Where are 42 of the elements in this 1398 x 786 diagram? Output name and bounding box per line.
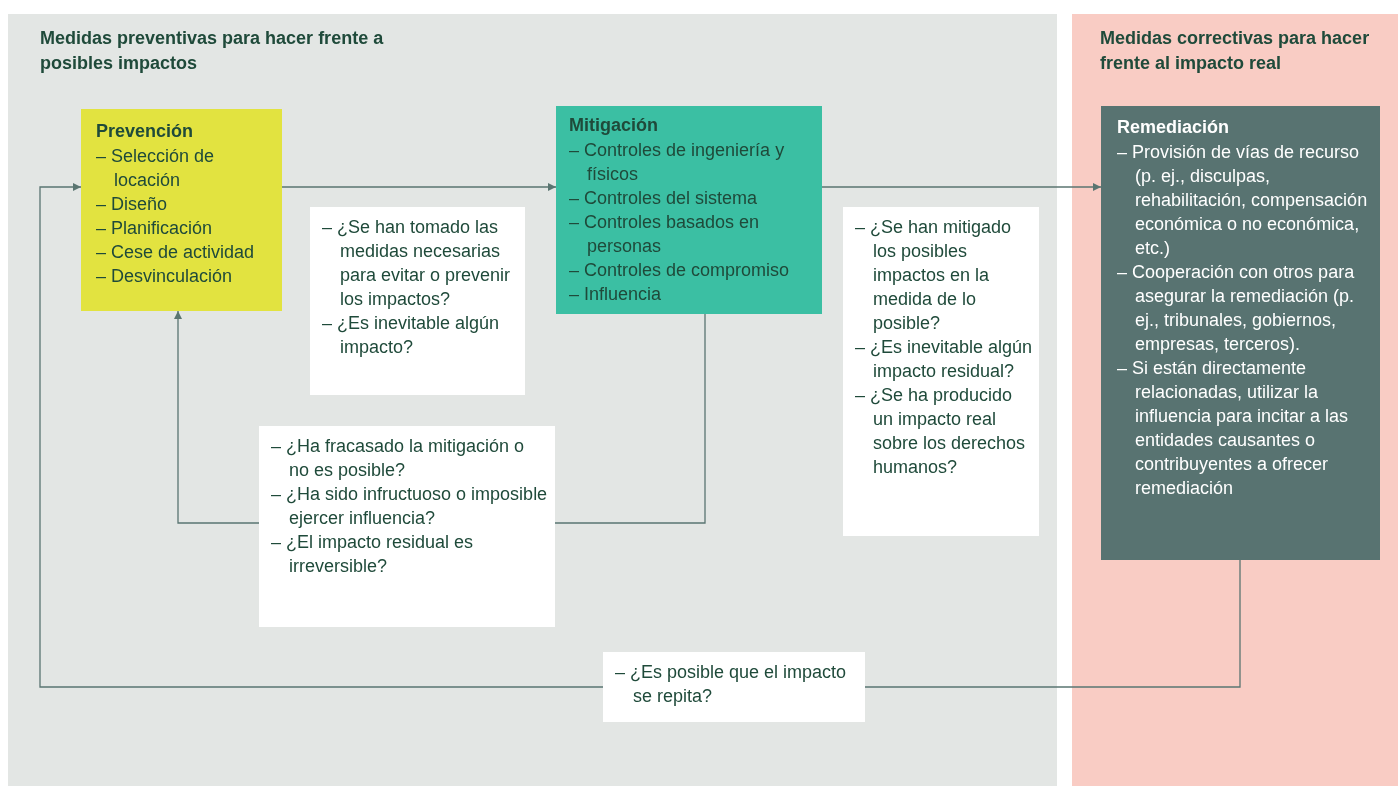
list-item: – Influencia	[569, 283, 663, 306]
panel-title: Medidas correctivas para hacer frente al impacto real	[1100, 27, 1370, 75]
question-box	[603, 652, 865, 722]
list-item: – ¿Se ha producido un impacto real sobre los derechos humanos?	[855, 384, 1027, 479]
connector-arrow	[821, 183, 1102, 191]
list-item: – Controles de ingeniería y físicos	[569, 139, 786, 186]
list-item: – Desvinculación	[96, 265, 234, 288]
corrective-panel	[1072, 14, 1398, 786]
list-item: – ¿Se han mitigado los posibles impactos en la medida de lo posible?	[855, 216, 1013, 335]
connector-line	[864, 559, 1241, 688]
question-box	[843, 207, 1039, 536]
mitigation-box	[556, 106, 822, 314]
list-item: – Provisión de vías de recurso (p. ej., disculpas, rehabilitación, compensación económica o no económica, etc.)	[1117, 141, 1369, 260]
list-item: – Controles de compromiso	[569, 259, 791, 282]
list-item: – ¿El impacto residual es irreversible?	[271, 531, 475, 578]
list-item: – ¿Se han tomado las medidas necesarias para evitar o prevenir los impactos?	[322, 216, 512, 311]
list-item: – Si están directamente relacionadas, utilizar la influencia para incitar a las entidades causantes o contribuyentes a ofrecer remediación	[1117, 357, 1350, 500]
remediation-box	[1101, 106, 1380, 560]
preventive-panel	[8, 14, 1057, 786]
list-item: – Planificación	[96, 217, 214, 240]
list-item: – Cese de actividad	[96, 241, 256, 264]
list-item: – ¿Es inevitable algún impacto residual?	[855, 336, 1033, 383]
connector-arrow	[174, 310, 260, 524]
list-item: – Controles del sistema	[569, 187, 759, 210]
box-heading: Prevención	[96, 120, 195, 142]
list-item: – Cooperación con otros para asegurar la remediación (p. ej., tribunales, gobiernos, empresas, terceros).	[1117, 261, 1356, 356]
list-item: – Selección de locación	[96, 145, 216, 192]
connector-line	[554, 313, 706, 524]
connector-arrow	[39, 183, 604, 688]
list-item: – ¿Ha fracasado la mitigación o no es posible?	[271, 435, 526, 482]
list-item: – ¿Es inevitable algún impacto?	[322, 312, 501, 359]
prevention-box	[81, 109, 282, 311]
list-item: – Controles basados en personas	[569, 211, 761, 258]
question-box	[259, 426, 555, 627]
list-item: – ¿Es posible que el impacto se repita?	[615, 661, 848, 708]
box-heading: Remediación	[1117, 116, 1231, 138]
question-box	[310, 207, 525, 395]
list-item: – ¿Ha sido infructuoso o imposible ejercer influencia?	[271, 483, 549, 530]
connector-arrow	[281, 183, 557, 191]
list-item: – Diseño	[96, 193, 169, 216]
box-heading: Mitigación	[569, 114, 659, 136]
panel-title: Medidas preventivas para hacer frente a posibles impactos	[40, 27, 385, 75]
